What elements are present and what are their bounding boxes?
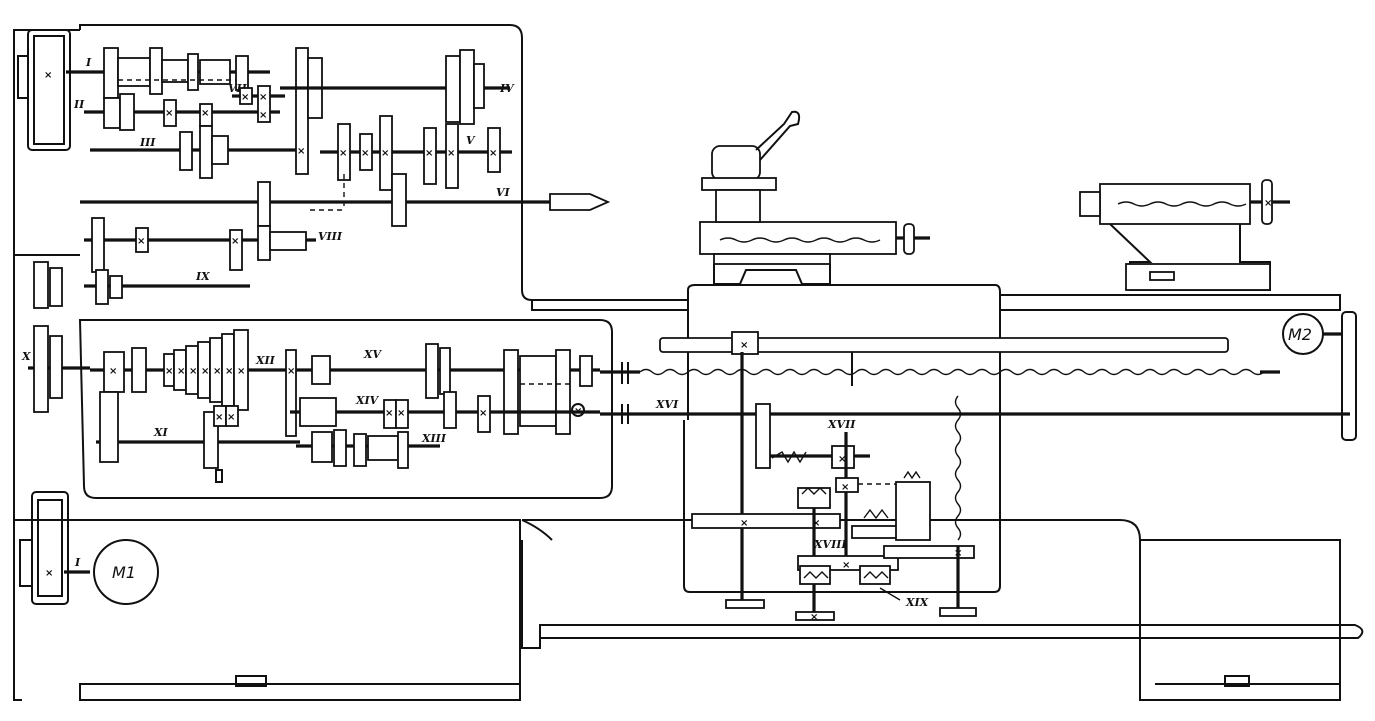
shaft-label-V: V [466,134,476,147]
lead-screw-and-feed-rod: XVI M2 [600,311,1357,441]
svg-text:×: × [231,236,239,247]
main-motor-label: M1 [112,563,136,582]
shaft-label-II: II [73,98,85,111]
shaft-label-VIII: VIII [318,230,343,243]
shaft-label-XI: XI [153,426,169,439]
svg-text:×: × [574,406,582,417]
shaft-label-XIV: XIV [355,394,380,407]
svg-text:×: × [259,92,267,103]
svg-text:×: × [225,366,233,377]
svg-text:×: × [165,108,173,119]
shaft-label-XV: XV [363,348,383,361]
shaft-label-XVII: XVII [827,418,856,431]
shaft-label-VI: VI [496,186,511,199]
shaft-label-X: X [21,350,31,363]
lead-screw [639,368,1265,376]
svg-text:×: × [213,366,221,377]
svg-text:×: × [841,482,849,493]
shaft-label-XIII: XIII [421,432,447,445]
svg-text:×: × [189,366,197,377]
svg-text:×: × [241,92,249,103]
shaft-label-IX: IX [195,270,210,283]
svg-text:×: × [339,148,347,159]
shaft-label-XIX: XIX [905,596,929,609]
shaft-label-I-lower: I [74,556,81,569]
svg-text:×: × [287,366,295,377]
svg-text:×: × [227,412,235,423]
main-motor-drive: × × M1 I [17,29,159,605]
svg-text:×: × [810,612,818,623]
feed-gearbox: X XII XV × × × × × × × × × [21,261,600,483]
svg-text:×: × [812,518,820,529]
svg-text:×: × [165,366,173,377]
shaft-label-XII: XII [255,354,276,367]
svg-text:×: × [842,560,850,571]
headstock-gear-train: I II × × VII × × × III × [66,47,611,305]
main-motor-icon [93,539,159,605]
spindle-center [549,193,611,211]
svg-text:×: × [137,236,145,247]
machine-frame [13,24,1364,701]
shaft-label-IV: IV [499,82,515,95]
svg-text:×: × [44,70,52,81]
svg-text:×: × [425,148,433,159]
svg-text:×: × [215,412,223,423]
svg-text:×: × [489,148,497,159]
auxiliary-motor-label: M2 [1288,325,1312,344]
svg-text:×: × [381,148,389,159]
shaft-label-XVI: XVI [655,398,679,411]
svg-text:×: × [201,366,209,377]
svg-text:×: × [361,148,369,159]
svg-text:×: × [1264,198,1272,209]
svg-text:×: × [838,454,846,465]
shaft-label-III: III [139,136,156,149]
shaft-label-I: I [85,56,92,69]
svg-text:×: × [237,366,245,377]
svg-text:×: × [740,340,748,351]
shaft-label-XVIII: XVIII [813,538,847,551]
svg-text:×: × [201,108,209,119]
svg-text:×: × [45,568,53,579]
apron-mechanism: × × × XVII × × XVIII × × XIX [683,352,1001,623]
carriage: × × [659,110,1290,420]
svg-text:×: × [479,408,487,419]
svg-text:×: × [385,408,393,419]
svg-text:×: × [177,366,185,377]
svg-text:×: × [109,366,117,377]
svg-text:×: × [259,110,267,121]
svg-text:×: × [447,148,455,159]
svg-text:×: × [740,518,748,529]
svg-text:×: × [297,146,305,157]
svg-text:×: × [397,408,405,419]
